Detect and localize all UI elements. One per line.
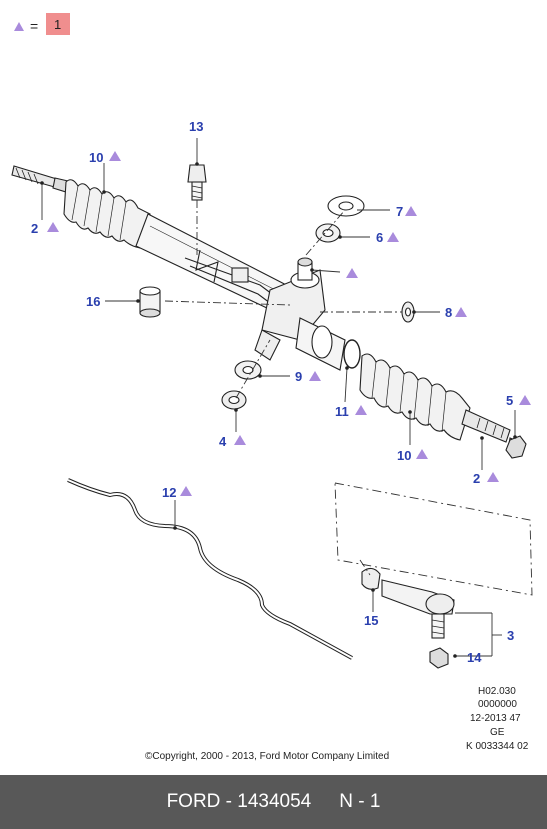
nut-5 <box>505 435 527 459</box>
callout-2-left: 2 <box>31 221 38 236</box>
clamp <box>343 339 361 369</box>
callout-10-right: 10 <box>397 448 411 463</box>
phantom-outline <box>334 482 533 596</box>
callout-7: 7 <box>396 204 403 219</box>
meta-line-5: K 0033344 02 <box>466 741 529 752</box>
leader-lines <box>41 138 516 657</box>
callout-8: 8 <box>445 305 452 320</box>
callout-5-triangle-icon <box>519 395 531 405</box>
callout-8-triangle-icon <box>455 307 467 317</box>
footer-note: N - 1 <box>339 791 381 812</box>
callout-pinion-triangle-icon <box>346 268 358 278</box>
bolt-13 <box>187 164 207 201</box>
footer-separator: - <box>225 791 232 812</box>
callout-3: 3 <box>507 628 514 643</box>
boot-15 <box>361 567 381 590</box>
callout-2-right-triangle-icon <box>487 472 499 482</box>
callout-4: 4 <box>219 434 227 449</box>
callout-6: 6 <box>376 230 383 245</box>
legend-triangle-icon <box>14 22 24 31</box>
callout-16: 16 <box>86 294 100 309</box>
callout-13: 13 <box>189 119 203 134</box>
legend-equals: = <box>30 18 38 34</box>
meta-line-4: GE <box>490 727 505 738</box>
callout-2-right: 2 <box>473 471 480 486</box>
callout-5: 5 <box>506 393 513 408</box>
callout-15: 15 <box>364 613 378 628</box>
copyright-text: ©Copyright, 2000 - 2013, Ford Motor Comp… <box>145 751 389 762</box>
legend-value: 1 <box>54 17 61 32</box>
legend: = 1 <box>14 13 70 35</box>
callout-11: 11 <box>335 404 349 419</box>
callout-2-left-triangle-icon <box>47 222 59 232</box>
pipe-12 <box>67 478 353 660</box>
right-boot <box>359 353 471 441</box>
meta-line-2: 0000000 <box>478 699 517 710</box>
callout-12: 12 <box>162 485 176 500</box>
tie-rod-end-3 <box>381 579 455 639</box>
leader-dots <box>40 162 517 658</box>
callout-4-triangle-icon <box>234 435 246 445</box>
callout-14: 14 <box>467 650 482 665</box>
footer-bar: FORD - 1434054 N - 1 <box>0 775 547 829</box>
bushing-16 <box>139 286 161 318</box>
left-boot <box>63 179 151 249</box>
footer-part-label: FORD - 1434054 <box>167 791 312 813</box>
callout-10-left: 10 <box>89 150 103 165</box>
right-tie-rod <box>461 409 511 443</box>
callout-10-left-triangle-icon <box>109 151 121 161</box>
footer-brand: FORD <box>166 791 221 812</box>
callout-11-triangle-icon <box>355 405 367 415</box>
legend-value-box <box>46 13 70 35</box>
steering-rack-diagram: = 1 <box>11 13 533 762</box>
meta-line-3: 12-2013 47 <box>470 713 521 724</box>
steering-rack-drawing <box>11 165 521 455</box>
callout-9-triangle-icon <box>309 371 321 381</box>
callout-labels: 13 10 2 7 6 16 8 9 11 4 5 10 2 12 15 3 1… <box>31 119 531 665</box>
callout-10-right-triangle-icon <box>416 449 428 459</box>
callout-9: 9 <box>295 369 302 384</box>
footer-part-number: 1434054 <box>237 791 312 812</box>
loose-parts <box>67 164 527 669</box>
drawing-metadata: H02.030 0000000 12-2013 47 GE K 0033344 … <box>145 686 529 762</box>
callout-7-triangle-icon <box>405 206 417 216</box>
nut-14 <box>429 647 449 669</box>
callout-6-triangle-icon <box>387 232 399 242</box>
meta-line-1: H02.030 <box>478 686 516 697</box>
callout-12-triangle-icon <box>180 486 192 496</box>
